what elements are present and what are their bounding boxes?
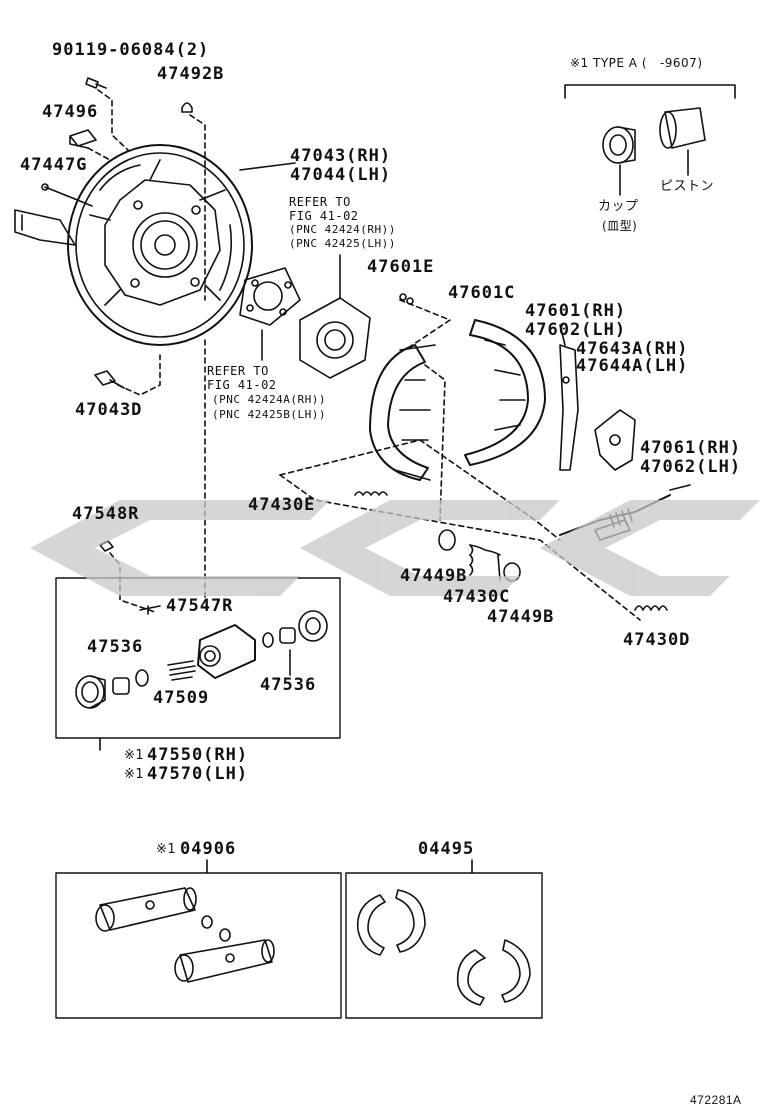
bleeder-screw-icon xyxy=(139,605,161,615)
label-47430C: 47430C xyxy=(443,587,511,607)
label-47536-a: 47536 xyxy=(87,637,144,657)
label-cup-jp: カップ xyxy=(598,199,639,214)
label-47449B-a: 47449B xyxy=(400,566,468,586)
label-piston-jp: ピストン xyxy=(660,179,715,194)
note-mark-47570: ※1 xyxy=(124,767,145,782)
label-47492B: 47492B xyxy=(157,64,225,84)
spring-icon xyxy=(167,491,668,681)
type-a-note: ※1 TYPE A ( -9607) xyxy=(570,56,703,70)
refer-top-line4: (PNC 42425(LH)) xyxy=(289,237,396,250)
piston-icon xyxy=(659,107,706,149)
label-47430E: 47430E xyxy=(248,495,316,515)
parking-lever-icon xyxy=(559,344,579,471)
watermark xyxy=(30,500,760,596)
note-mark-04906: ※1 xyxy=(156,842,177,857)
label-47430D: 47430D xyxy=(623,630,691,650)
refer-mid-line2: FIG 41-02 xyxy=(207,378,277,392)
label-47548R: 47548R xyxy=(72,504,140,524)
brake-shoe-icon xyxy=(356,889,531,1006)
label-cup-sub-jp: (皿型) xyxy=(602,219,638,233)
label-47547R: 47547R xyxy=(166,596,234,616)
label-47043RH: 47043(RH) xyxy=(290,146,392,166)
label-47570LH: 47570(LH) xyxy=(147,764,249,784)
pin-icon xyxy=(44,186,76,200)
backing-plate-icon xyxy=(14,144,253,346)
cup-icon xyxy=(75,675,106,709)
label-47601C: 47601C xyxy=(448,283,516,303)
label-47062LH: 47062(LH) xyxy=(640,457,742,477)
label-04495: 04495 xyxy=(418,839,475,859)
label-47644A: 47644A(LH) xyxy=(576,356,689,376)
refer-top-line1: REFER TO xyxy=(289,195,351,209)
label-47602LH: 47602(LH) xyxy=(525,320,627,340)
label-47496: 47496 xyxy=(42,102,99,122)
label-47536-b: 47536 xyxy=(260,675,317,695)
refer-mid-line1: REFER TO xyxy=(207,364,269,378)
label-47509: 47509 xyxy=(153,688,210,708)
wheel-cylinder-icon xyxy=(95,887,275,983)
plug-icon xyxy=(181,102,193,113)
refer-mid-line4: (PNC 42425B(LH)) xyxy=(212,408,326,421)
refer-mid-line3: (PNC 42424A(RH)) xyxy=(212,393,326,406)
label-47449B-b: 47449B xyxy=(487,607,555,627)
wheel-cylinder-icon xyxy=(197,624,256,679)
note-mark-47550: ※1 xyxy=(124,748,145,763)
cup-icon xyxy=(602,126,636,164)
label-47601E: 47601E xyxy=(367,257,435,277)
label-47447G: 47447G xyxy=(20,155,88,175)
bolt-icon xyxy=(85,77,107,89)
figure-id: 472281A xyxy=(690,1093,742,1107)
pad-icon xyxy=(69,129,97,149)
label-04906: 04906 xyxy=(180,839,237,859)
refer-top-line2: FIG 41-02 xyxy=(289,209,359,223)
refer-top-line3: (PNC 42424(RH)) xyxy=(289,223,396,236)
bearing-retainer-icon xyxy=(299,254,371,379)
label-47643A: 47643A(RH) xyxy=(576,339,689,359)
label-90119-06084: 90119-06084(2) xyxy=(52,40,210,60)
gasket-icon xyxy=(239,267,301,326)
label-47061RH: 47061(RH) xyxy=(640,438,742,458)
label-47550RH: 47550(RH) xyxy=(147,745,249,765)
strut-icon xyxy=(594,409,636,471)
kit-box-04906 xyxy=(55,872,342,1019)
label-47044LH: 47044(LH) xyxy=(290,165,392,185)
kit-box-04495 xyxy=(345,872,543,1019)
brake-shoe-rear-icon xyxy=(464,319,546,466)
label-47601RH: 47601(RH) xyxy=(525,301,627,321)
label-47043D: 47043D xyxy=(75,400,143,420)
brake-shoe-front-icon xyxy=(369,344,436,481)
